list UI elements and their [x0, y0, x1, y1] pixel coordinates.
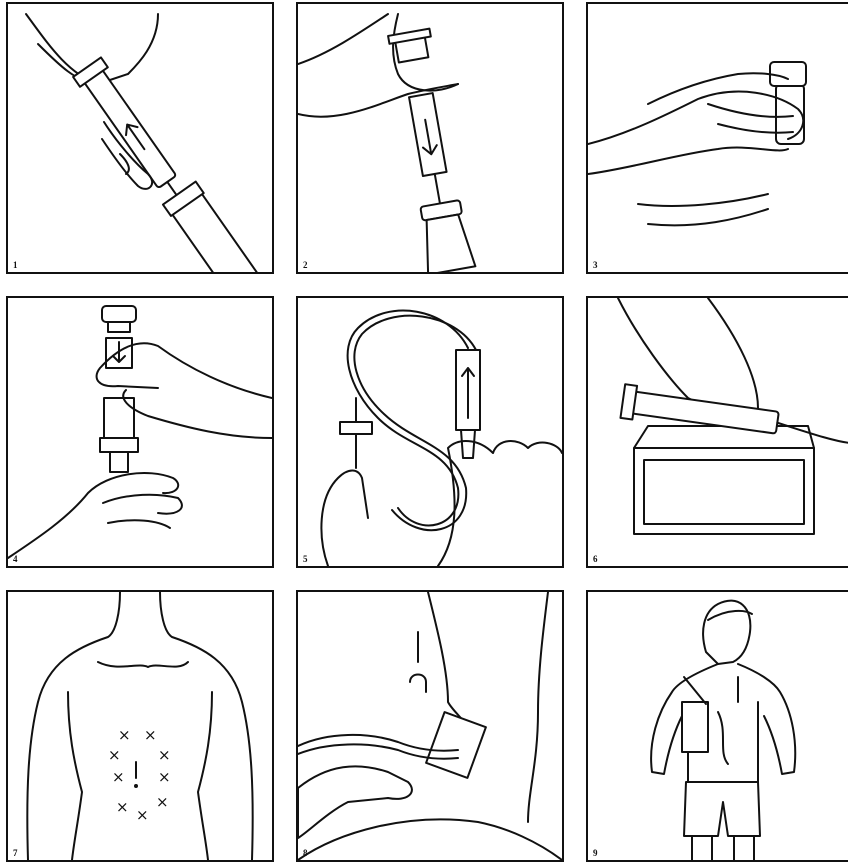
step-number-2: 2 — [303, 260, 308, 270]
step-panel-5: 5 — [296, 296, 564, 568]
step-number-7: 7 — [13, 848, 18, 858]
step-panel-4: 4 — [6, 296, 274, 568]
step-number-4: 4 — [13, 554, 18, 564]
step-panel-1: 1 — [6, 2, 274, 274]
syringe-inject-vial-icon — [298, 4, 562, 272]
step-panel-9: 9 — [586, 590, 848, 862]
injection-site-mark: × — [112, 768, 125, 786]
insert-needle-icon — [298, 592, 562, 860]
injection-site-mark: × — [108, 746, 121, 764]
syringe-withdraw-icon — [8, 298, 272, 566]
step-number-8: 8 — [303, 848, 308, 858]
prime-tubing-icon — [298, 298, 562, 566]
step-panel-3: 3 — [586, 2, 848, 274]
step-number-1: 1 — [13, 260, 18, 270]
load-pump-icon — [588, 298, 848, 566]
step-panel-8: 8 — [296, 590, 564, 862]
step-number-3: 3 — [593, 260, 598, 270]
step-number-6: 6 — [593, 554, 598, 564]
step-panel-7: × × × × × × × × × 7 — [6, 590, 274, 862]
injection-site-mark: × — [158, 768, 171, 786]
abdomen-sites-icon: × × × × × × × × × — [8, 592, 272, 860]
wear-pump-icon — [588, 592, 848, 860]
roll-vial-icon — [588, 4, 848, 272]
injection-site-mark: × — [144, 726, 157, 744]
step-panel-2: 2 — [296, 2, 564, 274]
injection-site-mark: × — [158, 746, 171, 764]
step-panel-6: 6 — [586, 296, 848, 568]
step-number-9: 9 — [593, 848, 598, 858]
injection-site-mark: × — [156, 793, 169, 811]
step-number-5: 5 — [303, 554, 308, 564]
syringe-draw-air-icon — [8, 4, 272, 272]
injection-site-mark: × — [116, 798, 129, 816]
injection-site-mark: × — [118, 726, 131, 744]
injection-site-mark: × — [136, 806, 149, 824]
